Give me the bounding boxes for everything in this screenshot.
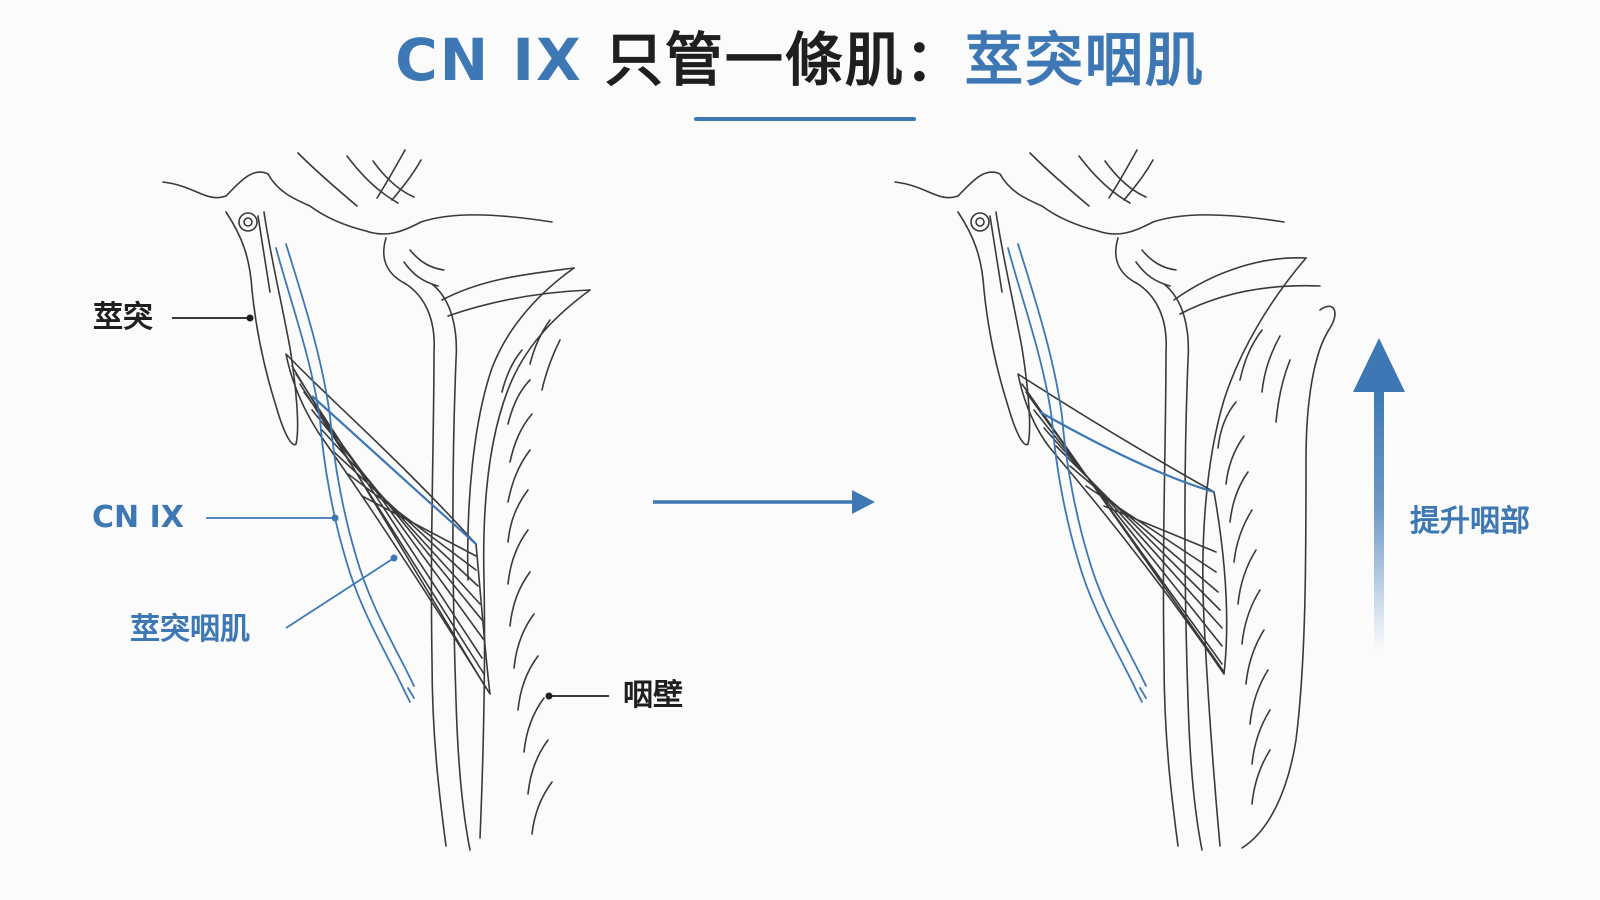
left-panel-anatomy	[162, 149, 591, 851]
contracted-muscle	[1017, 373, 1228, 675]
title-prefix: CN IX	[395, 26, 583, 94]
left-cn9-nerve	[275, 243, 415, 703]
skull-base	[162, 171, 553, 235]
right-panel-anatomy	[894, 149, 1336, 851]
elevation-arrow	[1353, 338, 1405, 650]
label-stylopharyngeus: 莖突咽肌	[130, 612, 250, 647]
right-cn9-nerve	[1007, 243, 1147, 703]
foramen	[238, 212, 258, 232]
pharyngeal-wall-inner	[479, 289, 591, 839]
stylopharyngeus-muscle	[285, 353, 491, 695]
styloid-process	[225, 211, 299, 446]
title-underline	[694, 117, 916, 121]
label-cn9: CN IX	[92, 500, 184, 535]
title-highlight: 莖突咽肌	[964, 26, 1205, 94]
transition-arrow	[653, 490, 875, 514]
page-title: CN IX 只管一條肌：莖突咽肌	[0, 22, 1600, 98]
title-middle: 只管一條肌：	[582, 26, 965, 94]
label-elevate-pharynx: 提升咽部	[1410, 504, 1530, 539]
label-styloid: 莖突	[93, 300, 153, 335]
left-muscle-edge	[311, 395, 477, 545]
label-pharyngeal-wall: 咽壁	[623, 678, 683, 713]
right-muscle-edge	[1039, 411, 1215, 494]
mandible-ramus	[382, 237, 447, 847]
elevated-pharyngeal-wall	[1241, 305, 1336, 849]
left-callout-lines	[172, 314, 609, 700]
pharyngeal-wall-outer	[441, 267, 591, 317]
